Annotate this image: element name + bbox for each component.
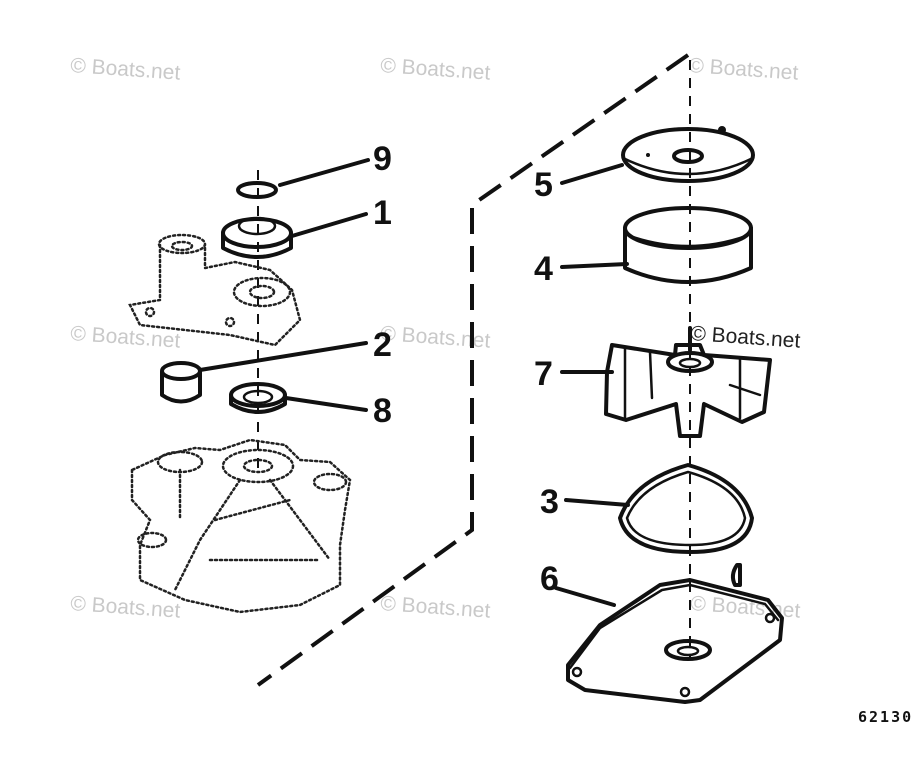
- callout-1: 1: [373, 194, 392, 232]
- part-7-impeller: [604, 326, 772, 438]
- part-6-lower-plate: [566, 578, 784, 704]
- part-2-bushing: [160, 361, 202, 404]
- part-5-plate: [621, 126, 755, 183]
- watermark-top-left: © Boats.net: [70, 54, 182, 85]
- watermark-bottom-center: © Boats.net: [380, 592, 492, 623]
- pump-base-housing-phantom: [130, 438, 352, 614]
- part-9-o-ring: [236, 181, 278, 199]
- pump-housing-upper-phantom: [128, 233, 302, 347]
- callout-6: 6: [540, 560, 559, 598]
- watermark-top-center: © Boats.net: [380, 54, 492, 85]
- part-3-gasket: [618, 463, 754, 554]
- callout-9: 9: [373, 140, 392, 178]
- watermark-bottom-right: © Boats.net: [690, 592, 802, 623]
- phantom-boundary: [256, 53, 690, 687]
- part-4-liner: [623, 206, 753, 284]
- callout-5: 5: [534, 166, 553, 204]
- part-8-seal: [229, 382, 287, 414]
- watermark-mid-right: © Boats.net: [690, 322, 802, 353]
- callout-8: 8: [373, 392, 392, 430]
- callout-2: 2: [373, 326, 392, 364]
- callout-4: 4: [534, 250, 553, 288]
- small-clip: [730, 563, 742, 587]
- figure-number: 62130: [858, 708, 913, 726]
- callout-3: 3: [540, 483, 559, 521]
- watermark-bottom-left: © Boats.net: [70, 592, 182, 623]
- watermark-mid-center: © Boats.net: [380, 322, 492, 353]
- watermark-top-right: © Boats.net: [688, 54, 800, 85]
- leader-lines: [198, 158, 630, 607]
- callout-7: 7: [534, 355, 553, 393]
- part-1-seal: [221, 216, 293, 259]
